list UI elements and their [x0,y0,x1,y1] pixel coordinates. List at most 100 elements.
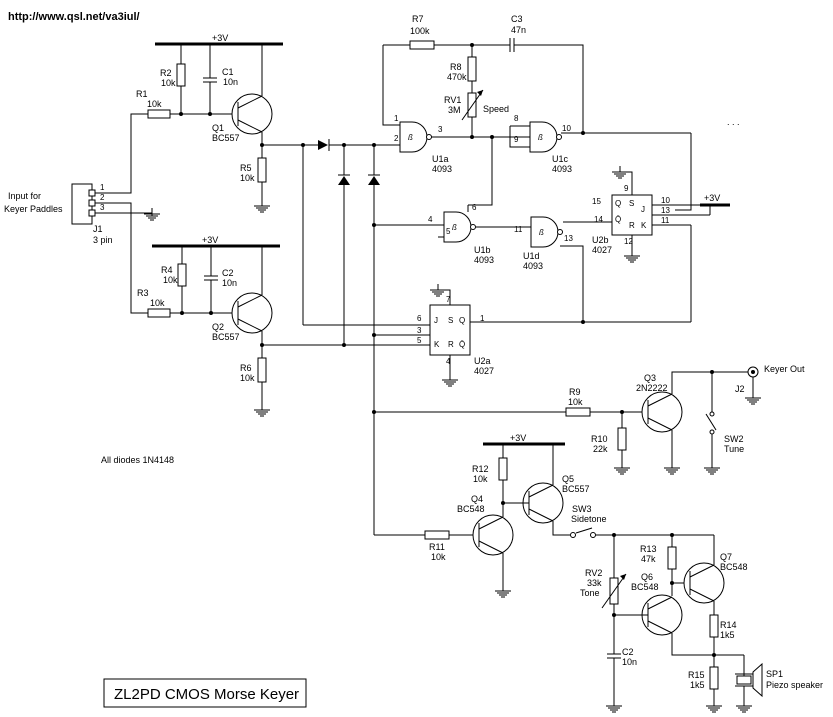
r2-value: 10k [161,78,176,88]
r12-resistor [498,457,508,481]
u1a-part: 4093 [432,164,452,174]
u2a-letter-qbar: Q̄ [459,340,465,349]
u1d-pin13: 13 [564,234,573,243]
r1-value: 10k [147,99,162,109]
u1c-gate [529,121,558,153]
q4-ref: Q4 [471,494,483,504]
r10-ref: R10 [591,434,608,444]
u1a-pin3: 3 [438,125,443,134]
u1d-part: 4093 [523,261,543,271]
u1d-pin11: 11 [514,225,523,234]
r13-value: 47k [641,554,656,564]
q4-ground [494,584,512,598]
j1-label-line1: Input for [8,191,41,201]
u2b-letter-qbar: Q̄ [615,215,621,224]
u2b-pin12: 12 [624,237,633,246]
u2a-pin1: 1 [480,314,485,323]
u1b-pin6: 6 [472,203,477,212]
u2b-pin11: 11 [661,216,670,225]
u2b-ground-bottom [623,249,641,263]
r5-resistor [257,157,267,183]
d-shunt-diode-2 [368,176,380,185]
j1-pin1-pad [88,189,96,197]
rv2-label: Tone [580,588,600,598]
r1-ref: R1 [136,89,148,99]
r4-ref: R4 [161,265,173,275]
r14-resistor [709,614,719,638]
sw2-switch [705,413,717,431]
c1-ref: C1 [222,67,234,77]
c2-value: 10n [222,278,237,288]
c2b-value: 10n [622,657,637,667]
c3-ref: C3 [511,14,523,24]
rail-top-label: +3V [212,33,228,43]
r15-resistor [709,666,719,690]
r1-resistor [147,109,171,119]
u1d-ref: U1d [523,251,540,261]
r15-value: 1k5 [690,680,705,690]
q7-type: BC548 [720,562,748,572]
r14-ref: R14 [720,620,737,630]
rv2-value: 33k [587,578,602,588]
r7-value: 100k [410,26,430,36]
r15-ground [705,699,723,713]
q5-ref: Q5 [562,474,574,484]
u2b-letter-s: S [629,199,634,208]
j2-ref: J2 [735,384,745,394]
ellipsis: . . . [727,117,740,127]
r8-value: 470k [447,72,467,82]
title-box [103,678,307,708]
r14-value: 1k5 [720,630,735,640]
rv1-ref: RV1 [444,95,461,105]
sp1-label: Piezo speaker [766,680,823,690]
u2a-letter-q: Q [459,316,465,325]
u1c-part: 4093 [552,164,572,174]
u2a-ground-bottom [441,373,459,387]
u2b-pin15: 15 [592,197,601,206]
u1c-pin8: 8 [514,114,519,123]
q6-type: BC548 [631,582,659,592]
sp1-ground [735,699,753,713]
u1b-pin5: 5 [446,227,451,236]
u2b-pin10: 10 [661,196,670,205]
c2b-ground [605,699,623,713]
j1-pin3: 3 [100,203,105,212]
c3-value: 47n [511,25,526,35]
rail-right-label: +3V [704,193,720,203]
u1b-schmitt: ß [452,223,457,232]
u1c-schmitt: ß [538,133,543,142]
u2a-pin3: 3 [417,326,422,335]
rv2-ref: RV2 [585,568,602,578]
r7-ref: R7 [412,14,424,24]
c1-value: 10n [223,77,238,87]
u2a-part: 4027 [474,366,494,376]
u1a-pin1: 1 [394,114,399,123]
q7-transistor [683,562,725,604]
q7-ref: Q7 [720,552,732,562]
u2b-pin13: 13 [661,206,670,215]
u2b-ref: U2b [592,235,609,245]
u1a-ref: U1a [432,154,449,164]
r8-ref: R8 [450,62,462,72]
sw3-switch [570,532,576,538]
r5-value: 10k [240,173,255,183]
r11-ref: R11 [429,542,445,552]
q2-transistor [231,292,273,334]
r10-ground [613,461,631,475]
j1-pin2-pad [88,199,96,207]
j1-label-line2: Keyer Paddles [4,204,63,214]
u2a-letter-j: J [434,316,438,325]
sw2-ground [703,461,721,475]
c2b-ref: C2 [622,647,634,657]
r3-value: 10k [150,298,165,308]
r12-ref: R12 [472,464,489,474]
q1-type: BC557 [212,133,240,143]
u2b-letter-j: J [641,205,645,214]
header-url: http://www.qsl.net/va3iul/ [8,11,140,23]
sw2-ref: SW2 [724,434,744,444]
r3-resistor [147,308,171,318]
u2a-letter-s: S [448,316,453,325]
r6-value: 10k [240,373,255,383]
u1d-gate [530,216,559,248]
